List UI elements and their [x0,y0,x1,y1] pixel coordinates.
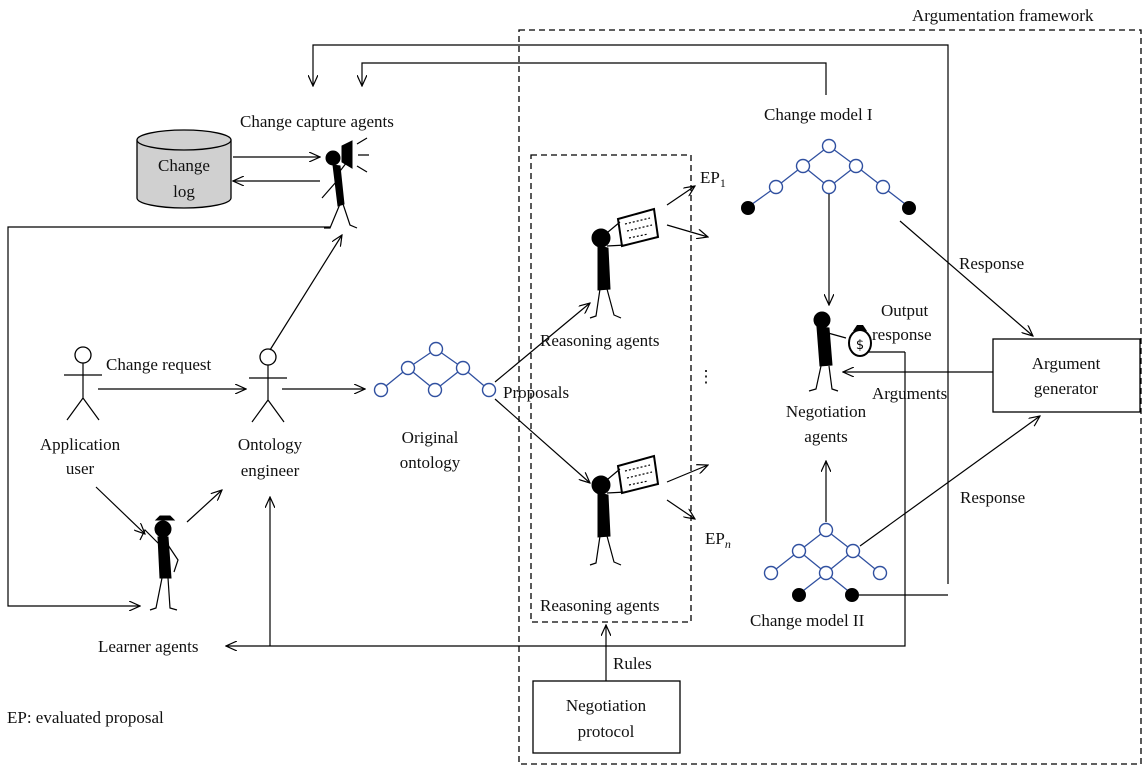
ontology-engineer-icon [249,348,287,423]
change-capture-agents-label: Change capture agents [240,112,394,131]
feedback-arrow-outer [313,44,949,584]
arrow-ep1-b [666,224,708,237]
reasoning-agent-lower-icon [589,454,660,566]
application-user-label-1: Application [40,435,121,454]
output-response-label-1: Output [881,301,929,320]
argumentation-framework-label: Argumentation framework [912,6,1094,25]
reasoning-agents-frame [530,154,692,623]
application-user-icon [64,346,102,421]
ontology-engineer-label-2: engineer [241,461,300,480]
change-model-1-label: Change model I [764,105,873,124]
negotiation-protocol-label-1: Negotiation [566,696,647,715]
arrow-proposal-lower [494,398,590,483]
learner-agent-icon [139,515,179,611]
response-top-label: Response [959,254,1024,273]
negotiation-protocol-box [532,680,681,754]
arrow-model1-response [899,220,1033,336]
change-model-2-tree [763,522,888,602]
ep-legend: EP: evaluated proposal [7,708,164,727]
change-model-2-label: Change model II [750,611,865,630]
negotiation-agents-label-2: agents [804,427,847,446]
output-response-label-2: response [872,325,931,344]
proposals-label: Proposals [503,383,569,402]
arguments-label: Arguments [872,384,947,403]
application-user-label-2: user [66,459,95,478]
argumentation-framework-frame [518,29,1142,765]
arrow-user-to-learner [95,486,145,534]
arrow-output-to-learner [226,352,906,646]
ellipsis-marker: ⋮ [698,367,715,386]
change-model-1-tree [741,138,916,215]
argument-generator-box [992,338,1141,413]
ep1-label: EP1 [700,168,726,190]
epn-label: EPn [705,529,731,551]
ontology-engineer-label-1: Ontology [238,435,303,454]
change-capture-agent-icon [321,137,369,229]
change-log-database [136,129,232,209]
arrow-ep1-a [666,186,695,206]
change-request-label: Change request [106,355,212,374]
rules-label: Rules [613,654,652,673]
negotiation-agent-icon: $ [808,311,872,392]
change-log-label-2: log [173,182,195,201]
arrow-model2-response [859,416,1040,547]
reasoning-agents-top-label: Reasoning agents [540,331,659,350]
response-bottom-label: Response [960,488,1025,507]
original-ontology-label-2: ontology [400,453,461,472]
arrow-epn-a [666,465,708,483]
argument-generator-label-2: generator [1034,379,1099,398]
negotiation-protocol-label-2: protocol [578,722,635,741]
arrow-epn-b [666,499,695,519]
reasoning-agent-upper-icon [589,207,660,319]
argument-generator-label-1: Argument [1032,354,1101,373]
original-ontology-label-1: Original [402,428,459,447]
negotiation-agents-label-1: Negotiation [786,402,867,421]
arrow-capture-to-learner [7,226,330,606]
arrow-proposal-upper [494,303,590,383]
feedback-arrow-change-model [362,62,827,95]
original-ontology-tree [373,341,497,398]
learner-agents-label: Learner agents [98,637,199,656]
svg-text:$: $ [856,338,864,353]
change-log-label-1: Change [158,156,210,175]
arrow-engineer-to-capture [269,235,342,351]
arrow-learner-to-engineer [186,490,222,523]
reasoning-agents-bottom-label: Reasoning agents [540,596,659,615]
